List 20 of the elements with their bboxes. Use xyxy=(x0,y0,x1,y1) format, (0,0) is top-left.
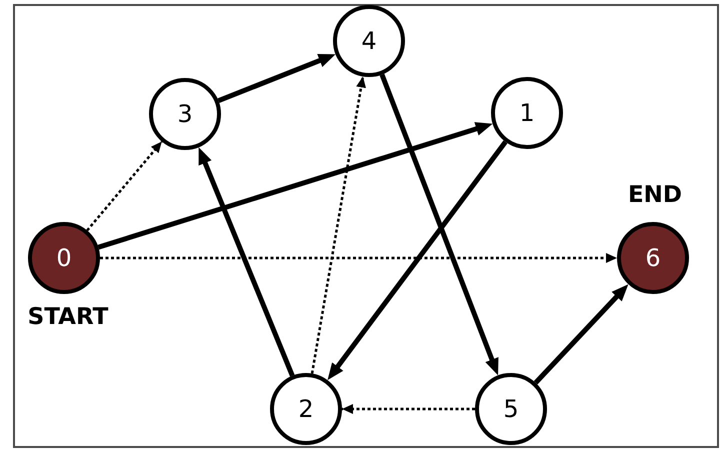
arrow xyxy=(326,140,508,382)
state-number: 5 xyxy=(503,397,519,421)
arrow xyxy=(196,146,295,377)
dotted-arrow xyxy=(342,404,475,414)
state-circle xyxy=(475,373,547,445)
arrow xyxy=(534,282,630,384)
state-caption: START xyxy=(28,306,108,329)
state-number: 0 xyxy=(56,246,72,270)
state-caption: END xyxy=(628,184,682,207)
arrow xyxy=(218,52,336,104)
state-number: 4 xyxy=(361,29,377,53)
dotted-arrow xyxy=(100,253,617,263)
dotted-arrow xyxy=(310,76,366,374)
arrow xyxy=(98,121,494,250)
state-number: 1 xyxy=(519,101,535,125)
state-number: 2 xyxy=(298,397,314,421)
state-number: 3 xyxy=(177,102,193,126)
dotted-arrow xyxy=(86,140,163,232)
state-number: 6 xyxy=(645,246,661,270)
arrow xyxy=(380,74,500,376)
